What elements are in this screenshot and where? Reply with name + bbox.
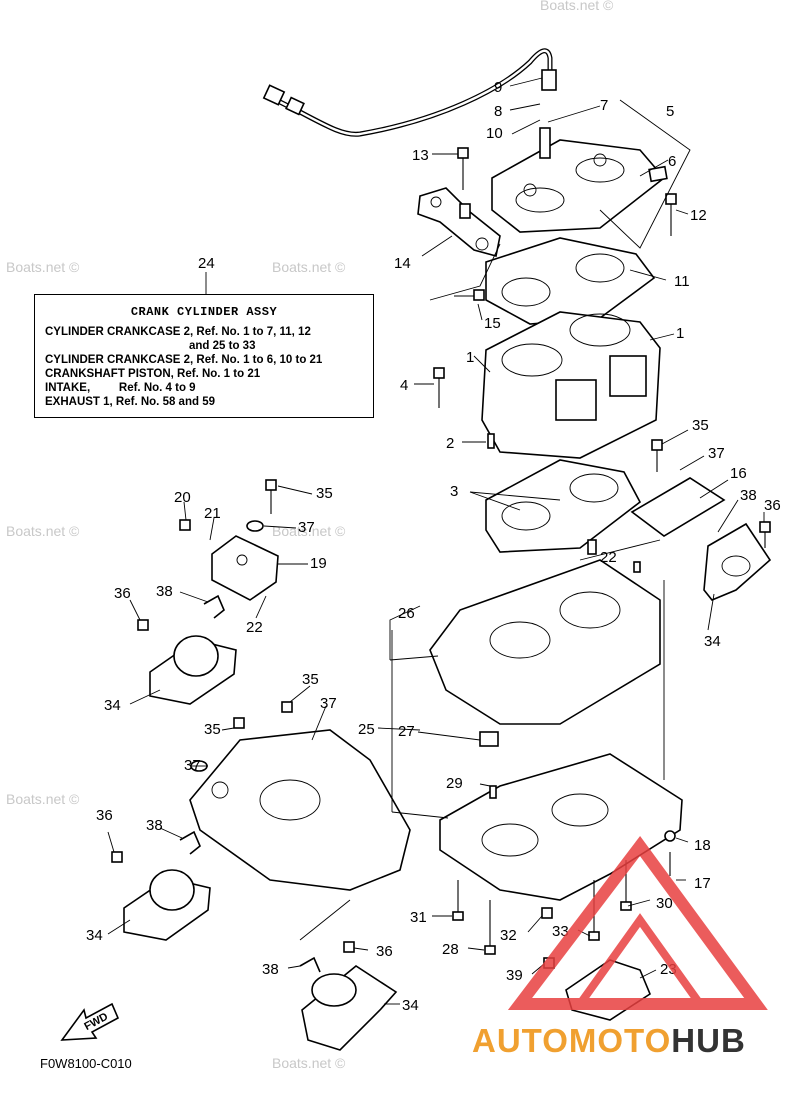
callout-26: 26: [398, 605, 415, 622]
callout-14: 14: [394, 255, 411, 272]
info-box-row: INTAKE, Ref. No. 4 to 9: [45, 382, 196, 394]
intake-part: [630, 439, 772, 601]
callout-5: 5: [666, 103, 674, 120]
callout-17: 17: [694, 875, 711, 892]
leader-lines: [107, 77, 765, 1005]
mount-part: [179, 479, 279, 601]
watermark-text: Boats.net ©: [540, 0, 614, 13]
callout-30: 30: [656, 895, 673, 912]
callout-38: 38: [740, 487, 757, 504]
brand-logo-icon: [507, 835, 768, 1010]
info-box-row: CYLINDER CRANKCASE 2, Ref. No. 1 to 6, 1…: [45, 354, 323, 366]
callout-36: 36: [114, 585, 131, 602]
callout-9: 9: [494, 79, 502, 96]
callout-28: 28: [442, 941, 459, 958]
callout-20: 20: [174, 489, 191, 506]
callout-27: 27: [398, 723, 415, 740]
info-box-row: CRANKSHAFT PISTON, Ref. No. 1 to 21: [45, 368, 261, 380]
callout-22: 22: [246, 619, 263, 636]
callout-34: 34: [402, 997, 419, 1014]
watermark-text: Boats.net ©: [272, 1055, 346, 1071]
bushing-part: [479, 731, 499, 747]
info-box-row: and 25 to 33: [189, 340, 256, 352]
callout-3: 3: [450, 483, 458, 500]
brand-wordmark-part1: AUTOMOTO: [472, 1022, 672, 1059]
callout-29: 29: [446, 775, 463, 792]
callout-1: 1: [466, 349, 474, 366]
callout-6: 6: [668, 153, 676, 170]
base-gasket-part: [485, 459, 642, 553]
watermark-text: Boats.net ©: [272, 259, 346, 275]
watermark-text: Boats.net ©: [6, 523, 80, 539]
callout-38: 38: [156, 583, 173, 600]
callout-32: 32: [500, 927, 517, 944]
clip-part: [179, 594, 321, 973]
head-gasket-part: [485, 237, 656, 325]
callout-7: 7: [600, 97, 608, 114]
callout-37: 37: [708, 445, 725, 462]
upper-crankcase-part: [429, 539, 661, 725]
callout-34: 34: [704, 633, 721, 650]
info-box-row: CYLINDER CRANKCASE 2, Ref. No. 1 to 7, 1…: [45, 326, 311, 338]
callout-31: 31: [410, 909, 427, 926]
callout-1: 1: [676, 325, 684, 342]
info-box-title: CRANK CYLINDER ASSY: [130, 305, 278, 319]
callout-25: 25: [358, 721, 375, 738]
brand-wordmark: AUTOMOTOHUB: [472, 1022, 746, 1060]
callout-35: 35: [302, 671, 319, 688]
callout-35: 35: [692, 417, 709, 434]
callout-10: 10: [486, 125, 503, 142]
callout-15: 15: [484, 315, 501, 332]
callout-13: 13: [412, 147, 429, 164]
info-box-row: EXHAUST 1, Ref. No. 58 and 59: [45, 396, 215, 408]
bolts-top: [454, 147, 677, 301]
callout-4: 4: [400, 377, 408, 394]
callout-22: 22: [600, 549, 617, 566]
callout-19: 19: [310, 555, 327, 572]
fwd-arrow-icon: FWD: [60, 1002, 120, 1041]
cylinder-part: [433, 311, 661, 459]
callout-39: 39: [506, 967, 523, 984]
hose-part: [262, 48, 557, 137]
watermark-text: Boats.net ©: [6, 791, 80, 807]
callout-2: 2: [446, 435, 454, 452]
callout-36: 36: [96, 807, 113, 824]
assembly-info-box: CRANK CYLINDER ASSY CYLINDER CRANKCASE 2…: [34, 294, 374, 418]
lower-crankcase-part: [439, 753, 683, 901]
side-cover-part: [189, 701, 411, 891]
callout-8: 8: [494, 103, 502, 120]
callout-35: 35: [204, 721, 221, 738]
callout-37: 37: [320, 695, 337, 712]
callout-12: 12: [690, 207, 707, 224]
bracket-part: [417, 187, 501, 257]
cylinder-head-part: [491, 127, 668, 233]
callout-37: 37: [184, 757, 201, 774]
callout-11: 11: [674, 273, 690, 290]
watermark-text: Boats.net ©: [272, 523, 346, 539]
watermark-text: Boats.net ©: [6, 259, 80, 275]
callout-37: 37: [298, 519, 315, 536]
diagram-code: F0W8100-C010: [40, 1056, 132, 1071]
brand-wordmark-part2: HUB: [671, 1022, 746, 1059]
callout-35: 35: [316, 485, 333, 502]
callout-38: 38: [146, 817, 163, 834]
callout-36: 36: [764, 497, 781, 514]
callout-34: 34: [104, 697, 121, 714]
callout-38: 38: [262, 961, 279, 978]
callout-24: 24: [198, 255, 215, 272]
callout-36: 36: [376, 943, 393, 960]
rubber-mount-part: [111, 619, 398, 1051]
callout-21: 21: [204, 505, 221, 522]
callout-18: 18: [694, 837, 711, 854]
callout-labels: 9 8 7 5 10 13 6 12 14 11 15 1 1 4 2 35 3…: [86, 79, 781, 1014]
callout-34: 34: [86, 927, 103, 944]
callout-16: 16: [730, 465, 747, 482]
